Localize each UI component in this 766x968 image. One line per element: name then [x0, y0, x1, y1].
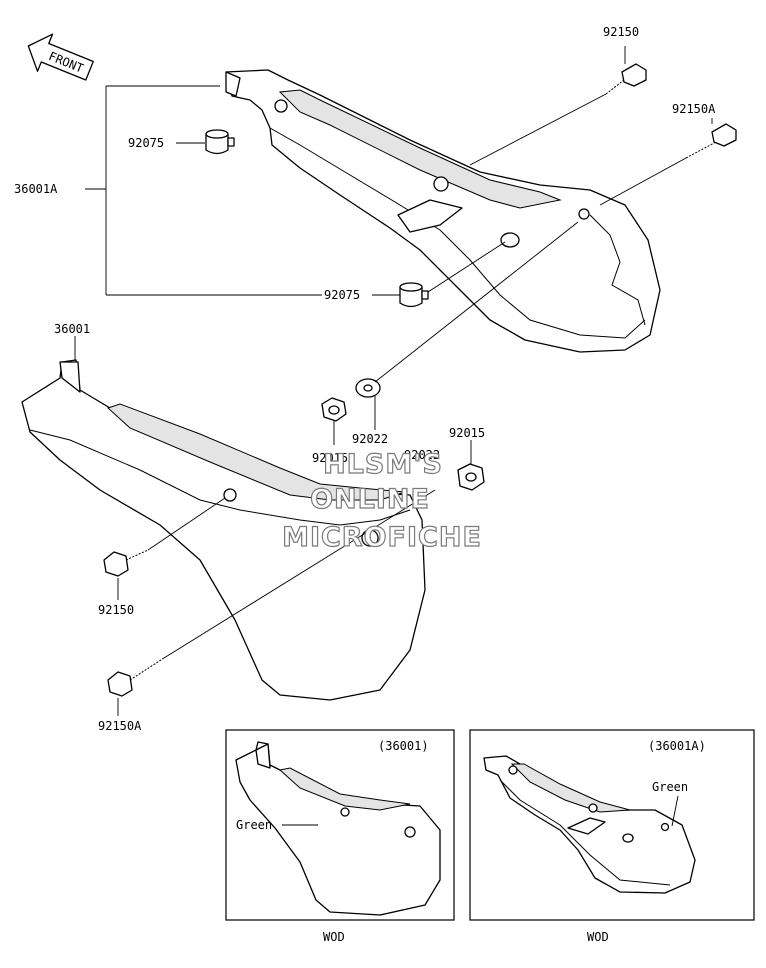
- callout-92022-overlap: 92022: [404, 448, 440, 462]
- watermark-line-2: ONLINE: [310, 484, 430, 515]
- callout-92150A-left: 92150A: [98, 719, 142, 733]
- inset-36001: (36001) Green WOD: [225, 729, 455, 944]
- nut-92015-right: [457, 463, 485, 491]
- inset-36001A-variant: WOD: [587, 930, 609, 944]
- callout-92150A-top: 92150A: [672, 102, 716, 116]
- bolt-92150-top: [605, 63, 647, 95]
- callout-92022: 92022: [352, 432, 388, 446]
- watermark-line-1: HLSM'S: [323, 449, 443, 480]
- callout-92150-top: 92150: [603, 25, 639, 39]
- inset-36001A: (36001A) Green WOD: [469, 729, 755, 944]
- grommet-92075-upper: [205, 129, 235, 155]
- side-cover-36001: [21, 359, 426, 701]
- grommet-hole-36001A: [500, 232, 520, 248]
- front-direction-arrow: FRONT: [27, 33, 94, 81]
- callout-36001A: 36001A: [14, 182, 58, 196]
- callout-92075-upper: 92075: [128, 136, 164, 150]
- inset-36001-part-label: (36001): [378, 739, 429, 753]
- bolt-92150-left: [103, 549, 149, 577]
- callout-92015-left: 92015: [312, 451, 348, 465]
- inset-36001-variant: WOD: [323, 930, 345, 944]
- callout-92150-left: 92150: [98, 603, 134, 617]
- inset-36001-color-note: Green: [236, 818, 272, 832]
- callout-36001: 36001: [54, 322, 90, 336]
- grommet-92075-lower: [399, 282, 429, 308]
- inset-36001A-part-label: (36001A): [648, 739, 706, 753]
- bolt-92150A-left: [107, 657, 165, 697]
- side-cover-36001A: [225, 69, 661, 353]
- watermark: HLSM'S ONLINE MICROFICHE: [281, 448, 482, 553]
- inset-36001A-color-note: Green: [652, 780, 688, 794]
- callout-92015-right: 92015: [449, 426, 485, 440]
- nut-92015-left: [321, 397, 347, 422]
- watermark-line-3: MICROFICHE: [282, 522, 482, 553]
- callout-92075-lower: 92075: [324, 288, 360, 302]
- leader-lines: [74, 46, 713, 716]
- bolt-92150A-top: [685, 123, 737, 159]
